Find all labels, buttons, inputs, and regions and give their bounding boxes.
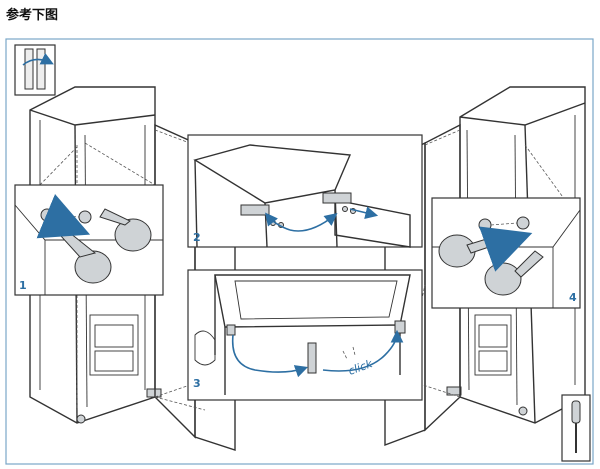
step-2-number: 2 [193, 231, 201, 244]
step-1-number: 1 [19, 279, 27, 292]
step-4-number: 4 [569, 291, 577, 304]
step-3-number: 3 [193, 377, 201, 390]
step-1-panel: 1 [14, 184, 164, 296]
door-reversal-illustration: 1 2 click 3 [5, 38, 594, 465]
screwdriver-icon [561, 394, 591, 462]
door-reversal-icon [14, 44, 56, 96]
step-3-panel: click 3 [187, 269, 423, 401]
page-heading: 参考下图 [6, 8, 59, 23]
step-4-panel: 4 [431, 197, 581, 309]
step-2-panel: 2 [187, 134, 423, 248]
